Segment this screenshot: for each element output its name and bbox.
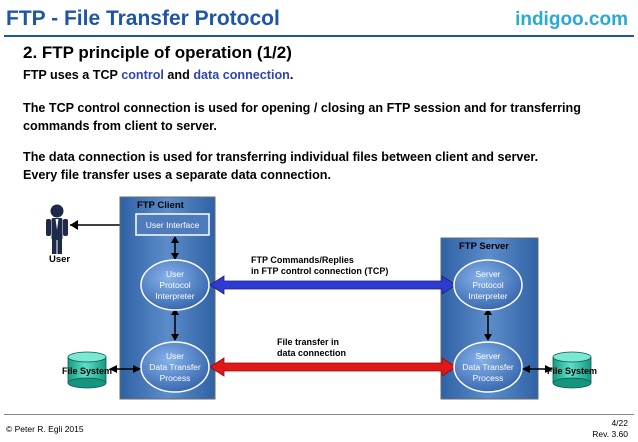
user-interface-box <box>135 213 210 236</box>
client-pi-to-dtp-arrow <box>171 308 179 341</box>
intro-text-pre: FTP uses a TCP <box>23 68 122 82</box>
paragraph-data-connection: The data connection is used for transfer… <box>23 148 538 184</box>
paragraph-line: commands from client to server. <box>23 119 217 133</box>
user-label: User <box>49 254 70 265</box>
client-dtp-label-line2: Data Transfer <box>149 362 201 372</box>
user-interface-label: User Interface <box>146 220 200 230</box>
control-connection-label-line1: FTP Commands/Replies <box>251 255 354 265</box>
server-pi-label-line2: Protocol <box>472 280 503 290</box>
server-dtp-label-line2: Data Transfer <box>462 362 514 372</box>
control-connection-label-line2: in FTP control connection (TCP) <box>251 266 388 276</box>
paragraph-line: Every file transfer uses a separate data… <box>23 168 331 182</box>
client-pi-label-line1: User <box>166 269 184 279</box>
server-data-transfer-process <box>453 341 523 393</box>
client-dtp-label-line3: Process <box>160 373 191 383</box>
intro-text-post: . <box>289 68 294 82</box>
intro-control-highlight: control <box>121 68 164 82</box>
control-connection-arrow <box>209 275 457 295</box>
ui-to-pi-arrow <box>171 236 179 260</box>
client-pi-label-line2: Protocol <box>159 280 190 290</box>
paragraph-line: The TCP control connection is used for o… <box>23 101 581 115</box>
server-protocol-interpreter <box>453 259 523 311</box>
client-fs-to-dtp-arrow <box>109 365 141 373</box>
footer-page-info: 4/22 Rev. 3.60 <box>592 418 628 440</box>
server-file-system-label: File System <box>547 366 597 376</box>
slide-header-title: FTP - File Transfer Protocol <box>6 7 280 30</box>
brand-logo-text: indigoo.com <box>515 9 628 30</box>
footer-copyright: © Peter R. Egli 2015 <box>6 424 84 434</box>
user-person-icon <box>46 204 68 254</box>
client-pi-label-line3: Interpreter <box>155 291 194 301</box>
intro-data-highlight: data connection <box>193 68 290 82</box>
data-connection-label-line2: data connection <box>277 348 346 358</box>
intro-line: FTP uses a TCP control and data connecti… <box>23 66 293 84</box>
ftp-client-title: FTP Client <box>137 200 185 211</box>
server-dtp-label-line3: Process <box>473 373 504 383</box>
header-divider <box>4 35 634 37</box>
client-file-system-label: File System <box>62 366 112 376</box>
paragraph-line: The data connection is used for transfer… <box>23 150 539 164</box>
server-dtp-to-fs-arrow <box>522 365 553 373</box>
revision-number: Rev. 3.60 <box>592 429 628 439</box>
user-data-transfer-process <box>140 341 210 393</box>
footer-divider <box>4 414 634 415</box>
server-pi-label-line3: Interpreter <box>468 291 507 301</box>
client-file-system-icon <box>67 351 107 389</box>
data-connection-label-line1: File transfer in <box>277 337 339 347</box>
section-title: 2. FTP principle of operation (1/2) <box>23 43 292 62</box>
client-dtp-label-line1: User <box>166 351 184 361</box>
page-number: 4/22 <box>611 418 628 428</box>
server-dtp-label-line1: Server <box>475 351 500 361</box>
paragraph-control-connection: The TCP control connection is used for o… <box>23 99 581 135</box>
ftp-server-title: FTP Server <box>459 241 509 252</box>
intro-text-and: and <box>163 68 194 82</box>
data-connection-arrow <box>209 357 457 377</box>
user-protocol-interpreter <box>140 259 210 311</box>
server-file-system-icon <box>552 351 592 389</box>
server-pi-label-line1: Server <box>475 269 500 279</box>
server-pi-to-dtp-arrow <box>484 308 492 341</box>
